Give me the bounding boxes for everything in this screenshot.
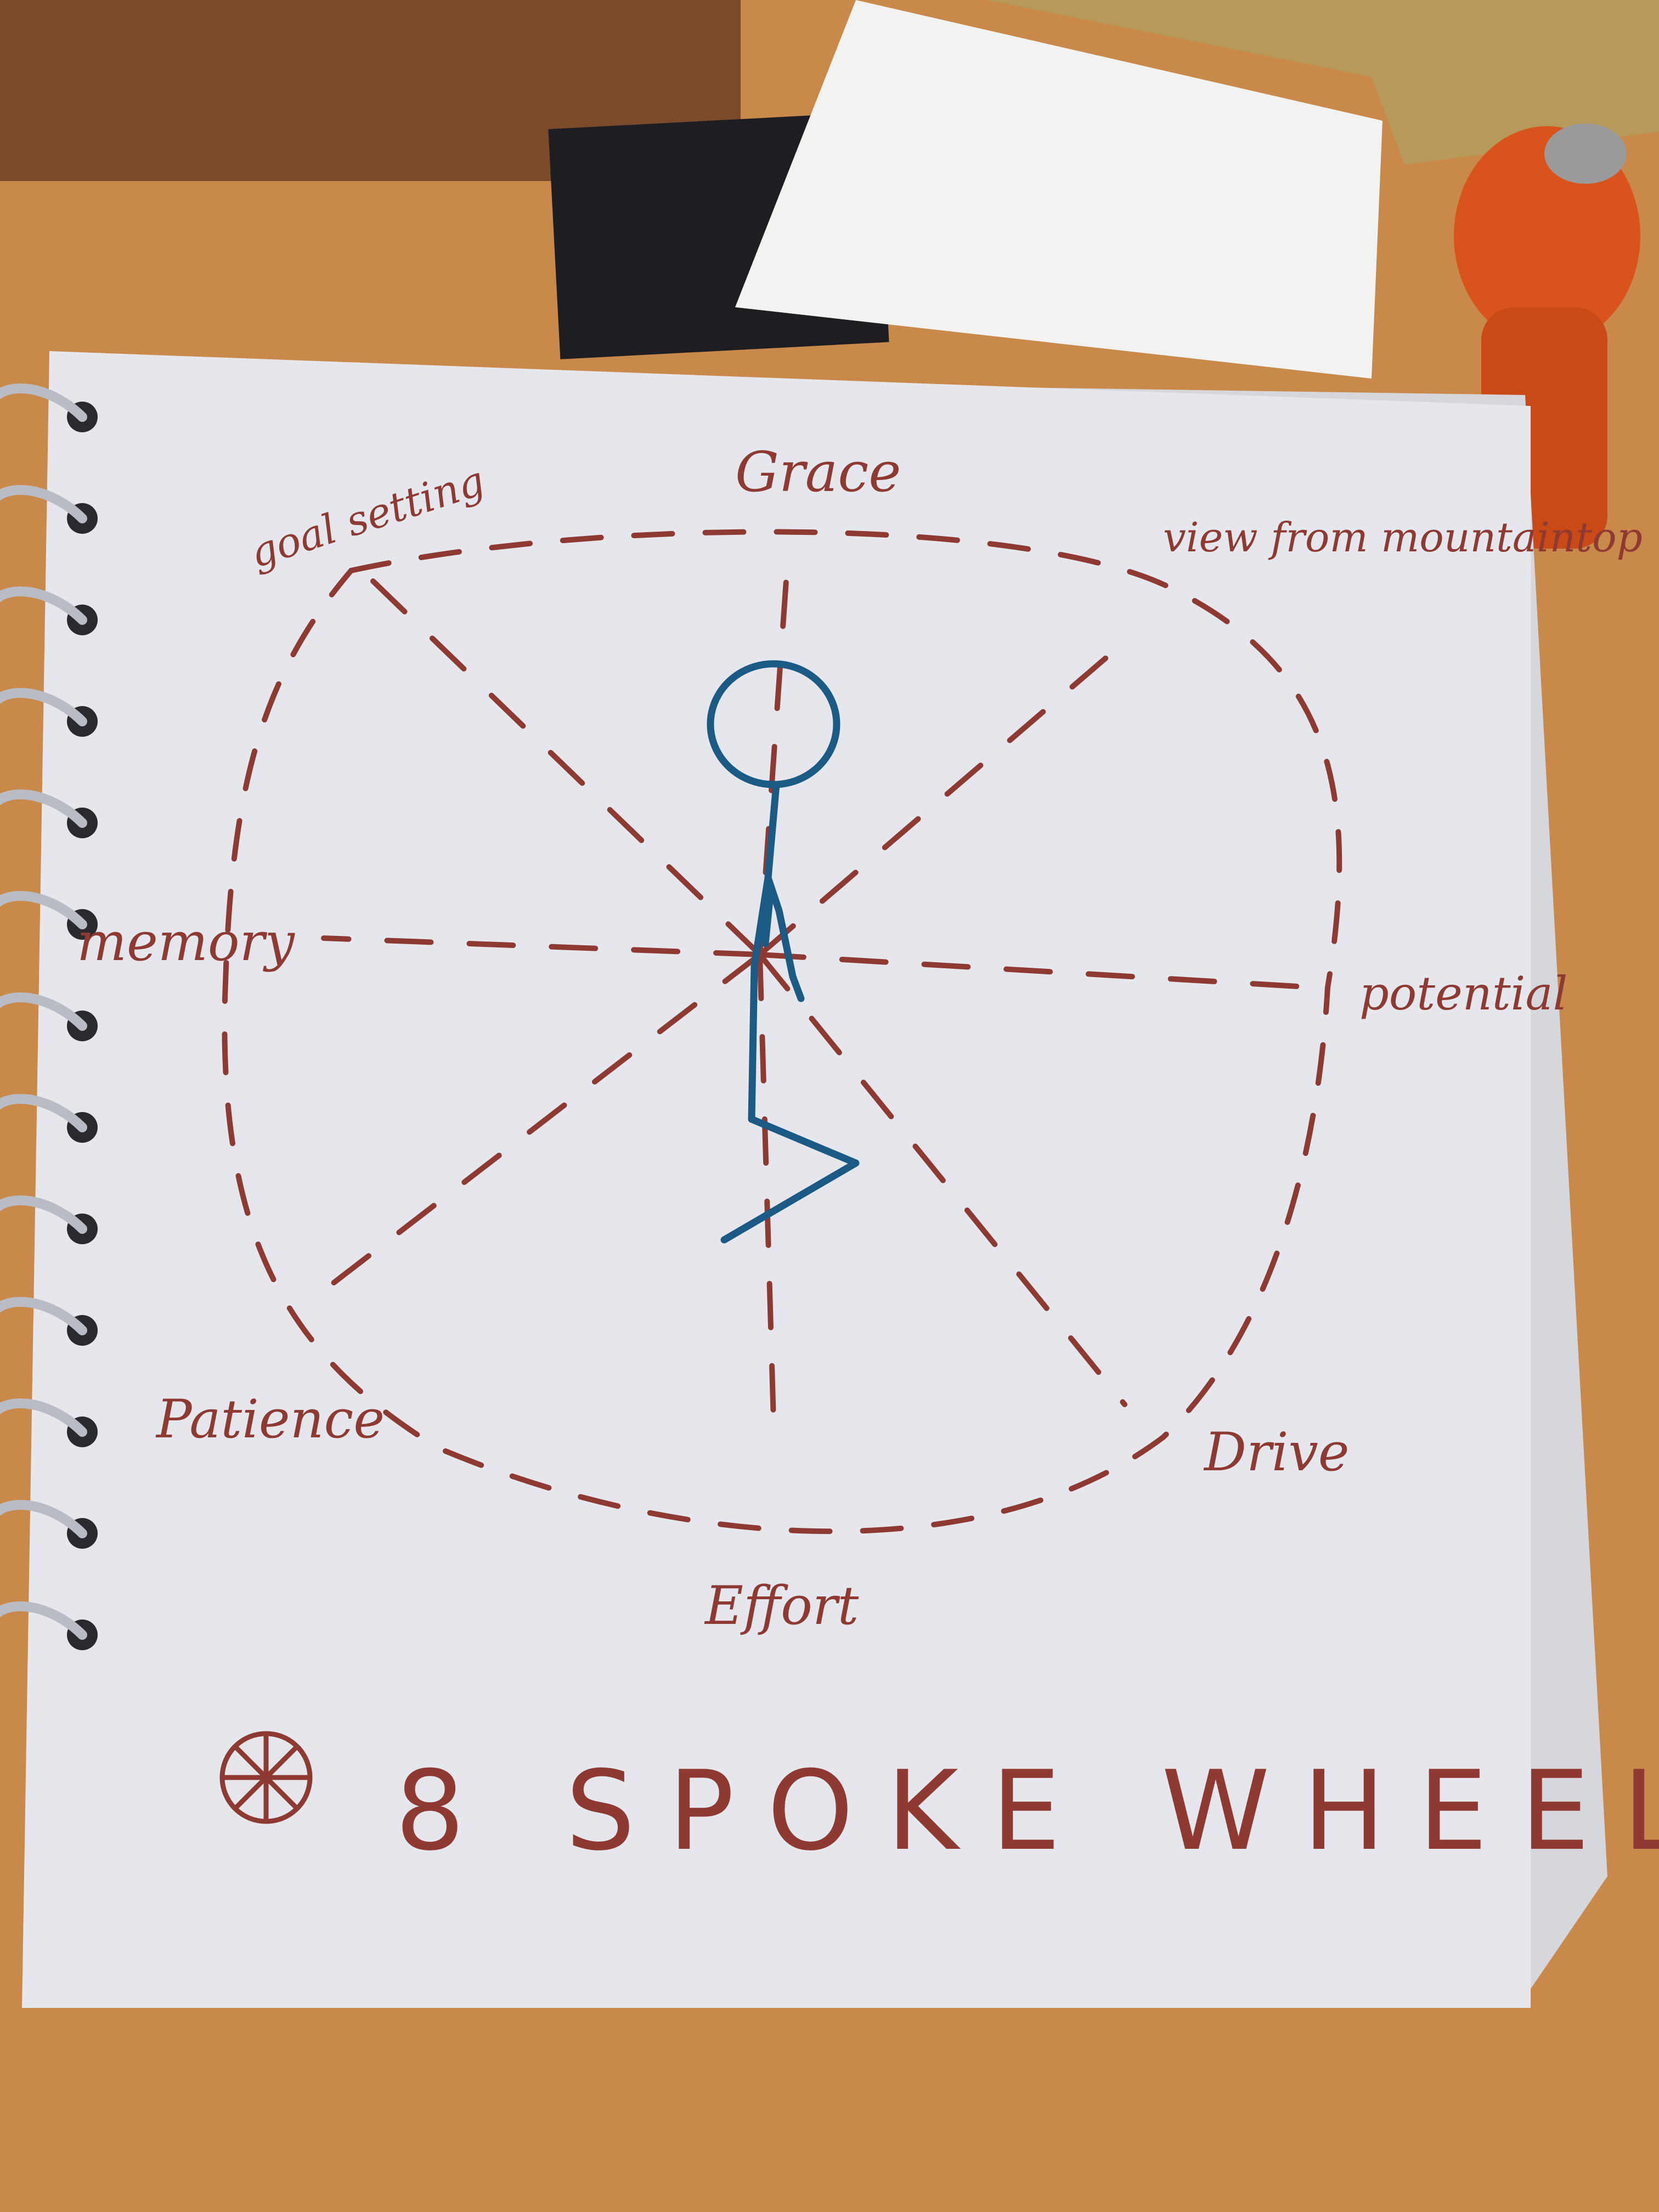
binding-ring [0,1398,87,1437]
wheel-spokes [315,562,1319,1424]
binding-ring [0,789,87,828]
label-view-from-mountaintop: view from mountaintop [1163,514,1643,561]
spoke-bottom-right [757,952,1127,1407]
spoke-left [321,935,763,957]
spoke-right [757,952,1319,990]
binding-ring [0,1601,87,1640]
background-white-book [735,0,1383,379]
binding-ring [0,992,87,1031]
spoke-top-left [359,568,763,957]
stick-figure-icon [707,660,860,1244]
spoke-top [757,562,790,957]
binding-ring [0,383,87,422]
binding-ring [0,1195,87,1234]
binding-ring [0,1297,87,1335]
notebook-page [22,351,1531,2008]
spiral-binding [0,383,98,1650]
label-grace: Grace [735,440,901,504]
page-title: 8 SPOKE WHEEL [395,1747,1659,1875]
binding-ring [0,891,87,929]
binding-ring [0,1094,87,1132]
label-potential: potential [1359,967,1567,1020]
spoke-bottom-left [315,952,763,1297]
binding-ring [0,688,87,726]
label-drive: Drive [1203,1421,1350,1483]
wheel-rim [222,529,1342,1534]
label-effort: Effort [704,1575,859,1637]
binding-ring [0,586,87,625]
wheel-icon [219,1731,313,1824]
spoke-top-right [757,639,1127,957]
binding-ring [0,485,87,523]
label-memory: memory [77,911,296,973]
binding-ring [0,1500,87,1538]
background-cloth [988,0,1659,165]
label-patience: Patience [155,1389,385,1450]
